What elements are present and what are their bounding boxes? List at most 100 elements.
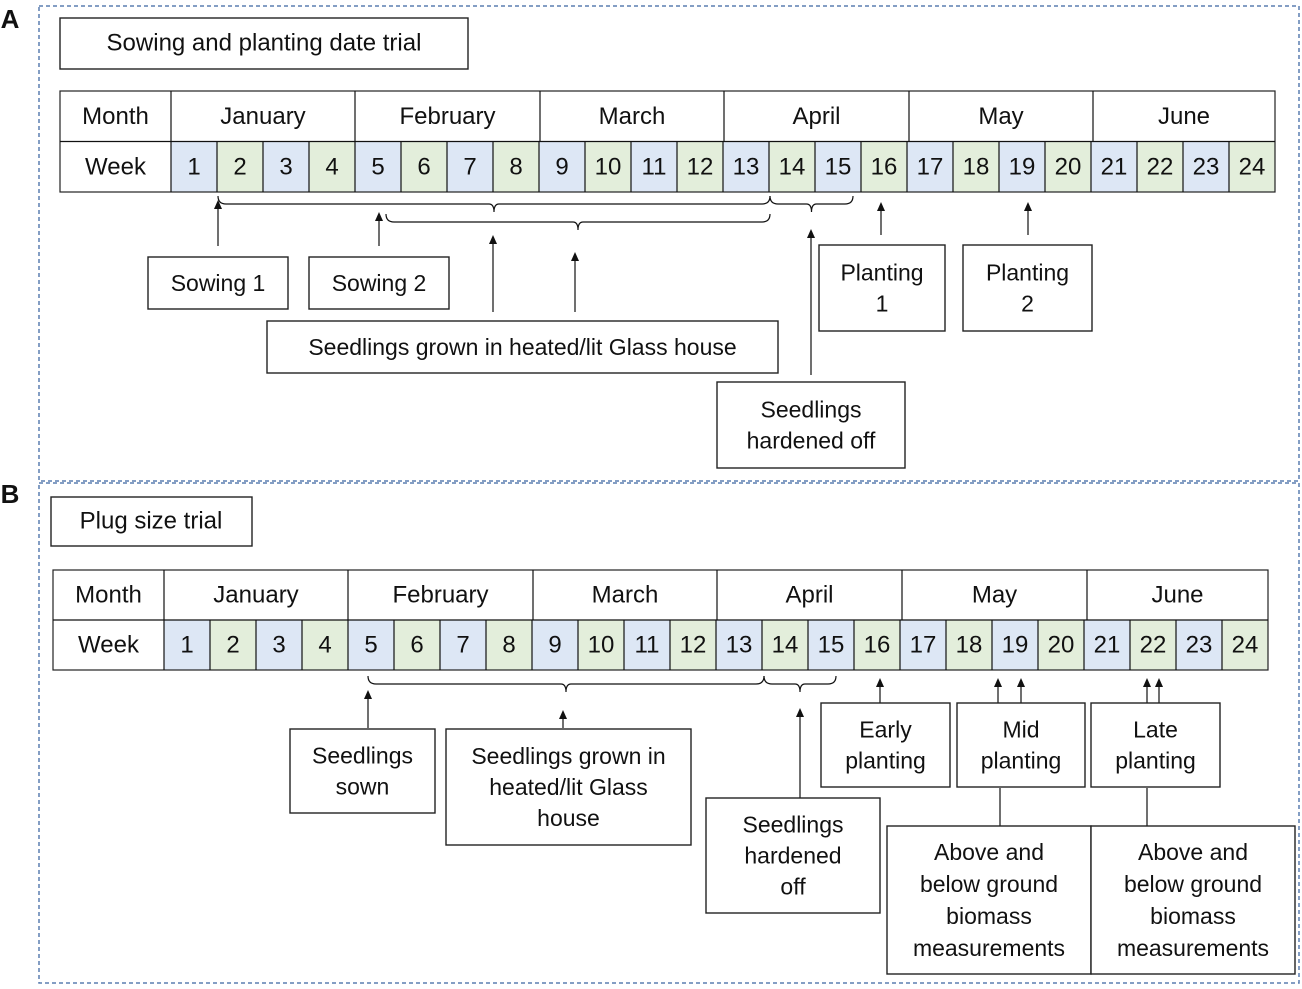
label-sowing-1-line: Sowing 1 bbox=[171, 270, 266, 296]
label-mid-planting-line: Mid bbox=[1002, 717, 1039, 743]
week-cell bbox=[355, 141, 401, 192]
label-hardened-b-line: Seedlings bbox=[742, 812, 843, 838]
month-february: February bbox=[392, 582, 488, 609]
panel-a-frame bbox=[38, 5, 1300, 482]
week-cell bbox=[1137, 141, 1183, 192]
week-5: 5 bbox=[371, 153, 384, 180]
arrow-mid-2 bbox=[1017, 678, 1025, 703]
week-19: 19 bbox=[1002, 632, 1029, 659]
week-12: 12 bbox=[680, 632, 707, 659]
label-planting-1-line: Planting bbox=[840, 260, 923, 286]
week-23: 23 bbox=[1186, 632, 1213, 659]
label-early-planting: Early planting bbox=[820, 702, 951, 788]
week-6: 6 bbox=[417, 153, 430, 180]
week-2: 2 bbox=[233, 153, 246, 180]
week-cell bbox=[854, 620, 900, 670]
week-cell bbox=[401, 141, 447, 192]
week-cell bbox=[946, 620, 992, 670]
label-biomass-late-line: Above and bbox=[1138, 839, 1248, 865]
week-cell bbox=[624, 620, 670, 670]
panel-a-title: Sowing and planting date trial bbox=[59, 17, 469, 70]
week-cell bbox=[815, 141, 861, 192]
arrow-late-2 bbox=[1155, 678, 1163, 703]
label-sowing-1: Sowing 1 bbox=[147, 256, 289, 310]
week-cell bbox=[808, 620, 854, 670]
label-biomass-late-line: biomass bbox=[1150, 903, 1236, 929]
panel-b-frame bbox=[38, 482, 1300, 984]
week-cell bbox=[578, 620, 624, 670]
label-biomass-mid-line: Above and bbox=[934, 839, 1044, 865]
week-1: 1 bbox=[187, 153, 200, 180]
week-cell bbox=[1222, 620, 1268, 670]
week-cell bbox=[1091, 141, 1137, 192]
week-18: 18 bbox=[956, 632, 983, 659]
label-hardened-a-line: Seedlings bbox=[760, 397, 861, 423]
week-cell bbox=[1130, 620, 1176, 670]
label-seedlings-sown-line: Seedlings bbox=[312, 743, 413, 769]
label-biomass-mid-line: below ground bbox=[920, 871, 1058, 897]
week-cell bbox=[309, 141, 355, 192]
week-18: 18 bbox=[963, 153, 990, 180]
arrow-mid-1 bbox=[994, 678, 1002, 703]
month-may: May bbox=[978, 103, 1023, 130]
week-cell bbox=[217, 141, 263, 192]
week-cell bbox=[539, 141, 585, 192]
week-row-label: Week bbox=[85, 153, 147, 180]
week-cell bbox=[861, 141, 907, 192]
label-biomass-late-line: measurements bbox=[1117, 935, 1269, 961]
week-24: 24 bbox=[1239, 153, 1266, 180]
label-biomass-mid-line: measurements bbox=[913, 935, 1065, 961]
week-cell bbox=[999, 141, 1045, 192]
week-cell bbox=[256, 620, 302, 670]
week-cell bbox=[440, 620, 486, 670]
week-cell bbox=[900, 620, 946, 670]
arrow-glasshouse-2 bbox=[571, 252, 579, 312]
week-cell bbox=[164, 620, 210, 670]
week-14: 14 bbox=[779, 153, 806, 180]
label-mid-planting-line: planting bbox=[981, 748, 1062, 774]
month-may: May bbox=[972, 582, 1017, 609]
arrow-sowing1 bbox=[214, 200, 222, 246]
arrow-planting1 bbox=[877, 202, 885, 235]
month-march: March bbox=[599, 103, 666, 130]
week-cell bbox=[302, 620, 348, 670]
label-biomass-late-line: below ground bbox=[1124, 871, 1262, 897]
label-early-planting-line: Early bbox=[859, 717, 912, 743]
week-cell bbox=[631, 141, 677, 192]
week-cell bbox=[1084, 620, 1130, 670]
label-early-planting-line: planting bbox=[845, 748, 926, 774]
label-planting-2-line: Planting bbox=[986, 260, 1069, 286]
week-3: 3 bbox=[279, 153, 292, 180]
week-23: 23 bbox=[1193, 153, 1220, 180]
label-glasshouse-b-line: Seedlings grown in bbox=[471, 743, 665, 769]
week-12: 12 bbox=[687, 153, 714, 180]
label-glasshouse-b-line: heated/lit Glass bbox=[489, 774, 648, 800]
label-glasshouse-a: Seedlings grown in heated/lit Glass hous… bbox=[266, 320, 779, 374]
month-january: January bbox=[213, 582, 298, 609]
arrow-early bbox=[876, 678, 884, 703]
label-sowing-2: Sowing 2 bbox=[308, 256, 450, 310]
label-biomass-late: Above and below ground biomass measurements bbox=[1090, 825, 1296, 975]
week-cell bbox=[493, 141, 539, 192]
label-late-planting-line: Late bbox=[1133, 717, 1178, 743]
week-20: 20 bbox=[1048, 632, 1075, 659]
week-cell bbox=[1038, 620, 1084, 670]
week-22: 22 bbox=[1140, 632, 1167, 659]
arrow-hardened bbox=[807, 229, 815, 375]
week-cell bbox=[769, 141, 815, 192]
week-15: 15 bbox=[825, 153, 852, 180]
week-21: 21 bbox=[1101, 153, 1128, 180]
label-hardened-b-line: hardened bbox=[744, 843, 841, 869]
label-mid-planting: Mid planting bbox=[956, 702, 1086, 788]
week-16: 16 bbox=[864, 632, 891, 659]
week-3: 3 bbox=[272, 632, 285, 659]
week-cell bbox=[992, 620, 1038, 670]
week-cell bbox=[1229, 141, 1275, 192]
week-cell bbox=[723, 141, 769, 192]
brace-sown-glasshouse bbox=[367, 675, 765, 693]
